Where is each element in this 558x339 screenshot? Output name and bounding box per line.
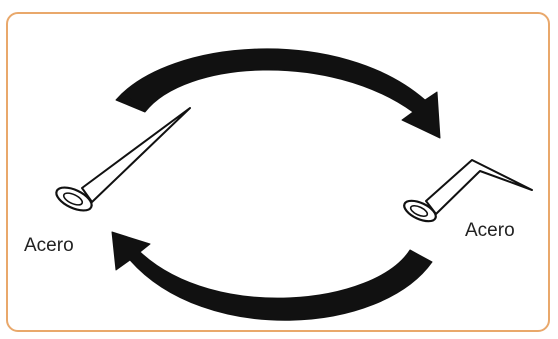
bent-nail-icon <box>401 160 532 225</box>
right-material-label: Acero <box>465 221 515 240</box>
straight-nail-icon <box>53 108 190 215</box>
left-material-label: Acero <box>24 236 74 255</box>
top-curved-arrow-icon <box>116 49 440 138</box>
bottom-curved-arrow-icon <box>112 232 432 320</box>
